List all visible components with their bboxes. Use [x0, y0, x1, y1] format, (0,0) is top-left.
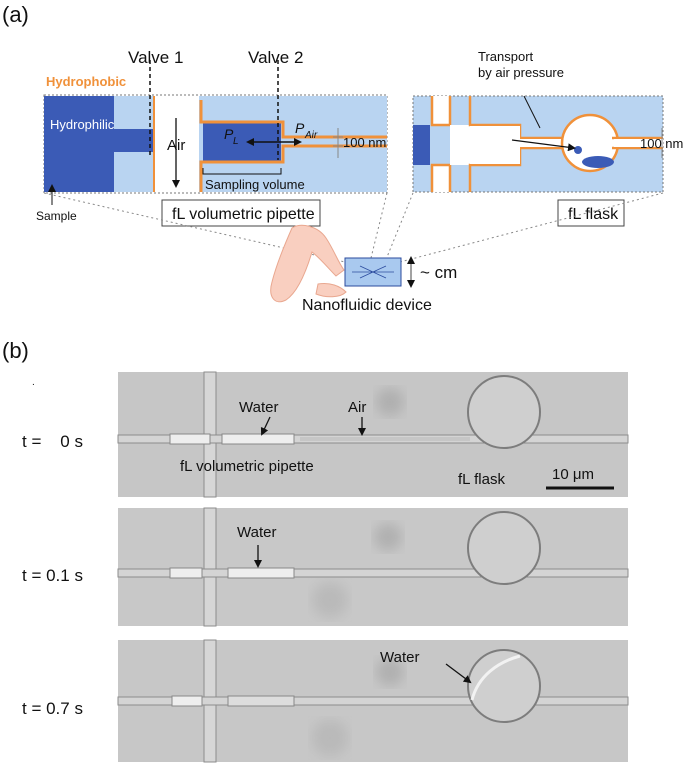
sample-label: Sample — [36, 209, 77, 223]
sampling-volume-label: Sampling volume — [205, 177, 305, 192]
scale-bar-label: 10 μm — [552, 466, 594, 483]
zoom-line-3 — [384, 192, 414, 263]
frame1-water-segment — [221, 433, 295, 445]
flask-liquid — [582, 156, 614, 168]
dim-right-label: 100 nm — [640, 136, 683, 151]
device-channels — [352, 265, 394, 279]
hydrophilic-label: Hydrophilic — [50, 117, 115, 132]
pipette-box — [161, 199, 321, 227]
frame1-time: t = 0 s — [22, 432, 83, 451]
flask-neck — [520, 139, 570, 147]
flask-droplet — [574, 146, 582, 154]
hydrophobic-wall-top — [199, 100, 387, 139]
flask-inlet-fill — [413, 125, 430, 165]
flask-air-region — [470, 126, 520, 164]
frame2-flask — [467, 511, 541, 585]
pl-subscript: L — [233, 136, 239, 147]
pipette-box-label: fL volumetric pipette — [172, 206, 315, 223]
hydrophobic-label: Hydrophobic — [46, 74, 126, 89]
hand-shape — [270, 224, 345, 303]
transport-arrow — [511, 139, 576, 152]
flask-wall-bottom — [468, 146, 566, 192]
flask-gap — [450, 125, 470, 165]
frame1-air-label: Air — [348, 399, 366, 416]
flask-outlet-wall — [612, 136, 663, 150]
frame2-time: t = 0.1 s — [22, 566, 83, 585]
zoom-line-4 — [399, 192, 664, 263]
frame2-pipette-left — [169, 567, 203, 579]
pipette-schematic — [43, 60, 388, 194]
frame3-water-label: Water — [380, 649, 419, 666]
frame3-spot-2 — [312, 720, 348, 756]
zoom-line-1 — [43, 192, 346, 263]
frame1-water-label: Water — [239, 399, 278, 416]
flask-wall-top — [468, 96, 566, 140]
frame2-valve-channel — [203, 507, 217, 627]
frame1-flask-label: fL flask — [458, 471, 505, 488]
flask-box — [557, 199, 625, 227]
flask-outlet — [614, 139, 663, 147]
valve2-label: Valve 2 — [248, 48, 303, 67]
hydrophilic-neck — [114, 129, 154, 152]
frame3-pipette-left — [171, 695, 203, 707]
zoom-line-2 — [369, 192, 388, 263]
flask-box-label: fL flask — [568, 206, 619, 223]
frame1-spot — [376, 388, 404, 416]
device-label: Nanofluidic device — [302, 297, 432, 314]
frame3-pipette-right — [227, 695, 295, 707]
frame3-flask — [467, 649, 541, 723]
frame3-time: t = 0.7 s — [22, 699, 83, 718]
flask-channel-wall — [430, 96, 452, 127]
frame3-main-channel — [117, 696, 629, 706]
frame3-water-arrow — [445, 663, 472, 684]
frame2-main-channel — [117, 568, 629, 578]
frame1-flask — [467, 375, 541, 449]
pair-label: P — [295, 120, 305, 136]
transport-leader — [523, 95, 541, 129]
frame1-pipette-label: fL volumetric pipette — [180, 458, 314, 475]
frame1-narrow-channel — [300, 437, 470, 441]
hydrophobic-wall-bottom — [199, 144, 387, 192]
panel-a-label: (a) — [2, 2, 29, 27]
stray-dot: . — [32, 377, 35, 388]
micrograph-frame-2 — [117, 507, 629, 627]
transport-label-2: by air pressure — [478, 65, 564, 80]
hand-illustration — [270, 224, 347, 303]
channel-upper — [114, 96, 154, 129]
frame1-water-arrow — [260, 416, 271, 436]
panel-b-label: (b) — [2, 338, 29, 363]
pair-subscript: Air — [304, 130, 318, 141]
channel-lower — [114, 152, 154, 192]
sampling-bracket — [202, 168, 282, 175]
device-scale-label: ~ cm — [420, 263, 457, 282]
air-label: Air — [167, 137, 185, 154]
frame3-spot — [376, 658, 404, 686]
frame2-bg — [118, 508, 628, 626]
pl-label: P — [224, 126, 234, 142]
thumb-shape — [315, 283, 347, 298]
flask-channel-wall-lower — [430, 163, 452, 192]
frame2-water-label: Water — [237, 524, 276, 541]
dim-left-label: 100 nm — [343, 135, 386, 150]
frame3-water-front — [470, 654, 521, 701]
valve1-label: Valve 1 — [128, 48, 183, 67]
frame2-spot — [374, 523, 402, 551]
flask-schematic — [412, 95, 664, 193]
transport-label-1: Transport — [478, 49, 534, 64]
hydrophilic-region — [44, 96, 114, 192]
micrograph-frame-1 — [117, 371, 629, 498]
frame1-pipette-left — [169, 433, 211, 445]
frame2-water-segment — [227, 567, 295, 579]
micrograph-frame-3 — [117, 639, 629, 763]
frame2-spot-2 — [312, 582, 348, 618]
